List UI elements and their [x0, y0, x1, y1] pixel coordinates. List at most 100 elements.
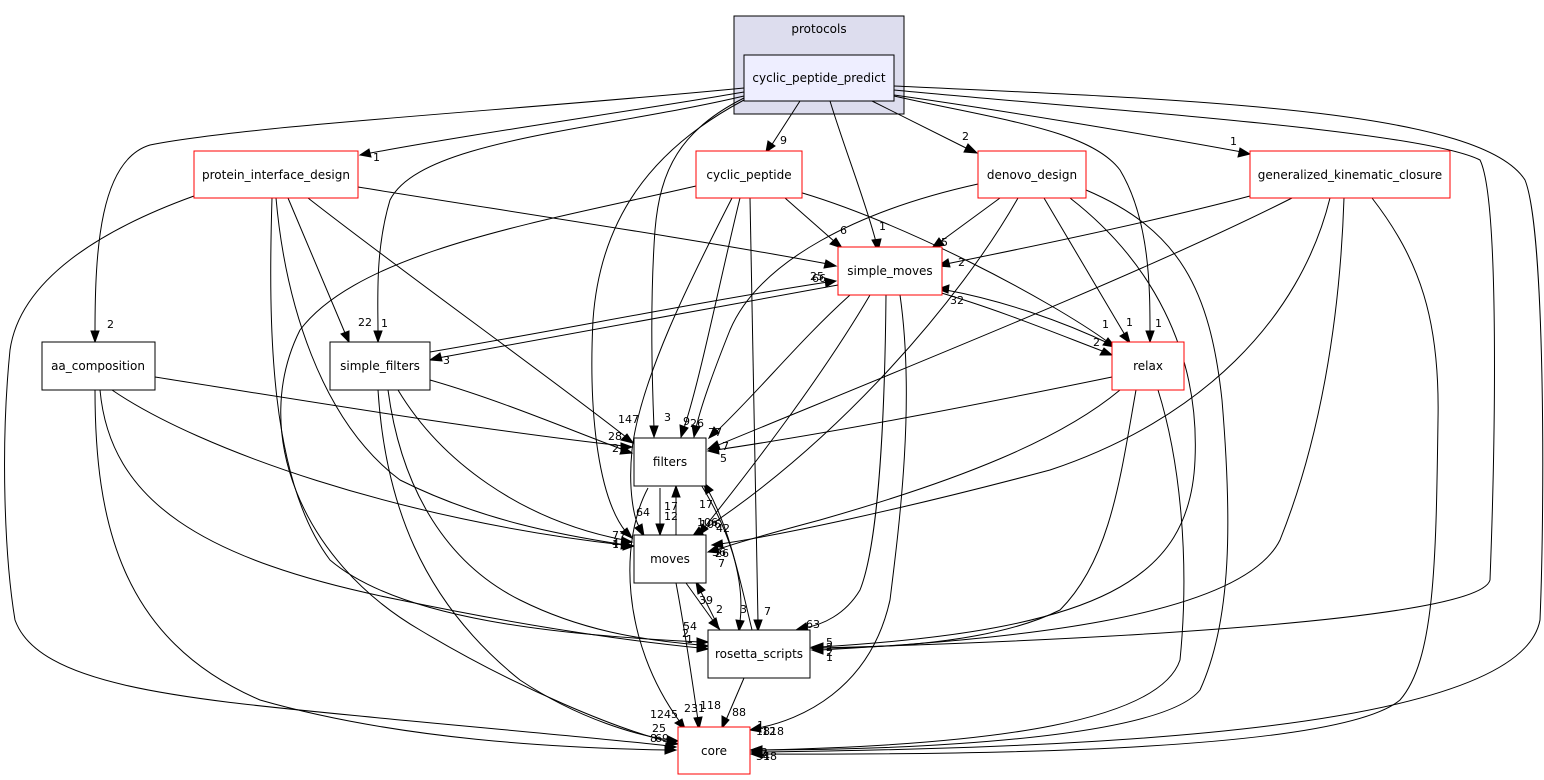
- edge-gkc-to-simple-moves[interactable]: 2: [936, 195, 1251, 269]
- edge-label: 17: [664, 500, 678, 513]
- node-relax[interactable]: relax: [1111, 341, 1185, 391]
- edge-pid-to-filters[interactable]: 147: [307, 197, 639, 444]
- edge-moves-to-filters[interactable]: 17: [664, 484, 681, 535]
- edge-cp-to-filters[interactable]: 9: [679, 197, 741, 439]
- edge-relax-to-filters[interactable]: 5: [706, 376, 1113, 465]
- node-label: denovo_design: [987, 168, 1077, 182]
- edge-pid-to-simple-filters[interactable]: 22: [287, 197, 372, 344]
- edge-aa-to-core[interactable]: 25: [94, 389, 678, 755]
- node-label: rosetta_scripts: [715, 647, 803, 661]
- extra-label: 69: [655, 732, 669, 745]
- edges: 1 9 2 1 1 2: [4, 85, 1544, 763]
- edge-cp-to-rosetta-scripts[interactable]: 7: [749, 197, 771, 633]
- extra-label: 54: [683, 620, 697, 633]
- edge-cpp-to-moves[interactable]: [591, 99, 745, 540]
- edge-cpp-to-protein-interface-design[interactable]: 1: [358, 91, 745, 164]
- node-cyclic-peptide-predict[interactable]: cyclic_peptide_predict: [743, 54, 895, 102]
- node-generalized-kinematic-closure[interactable]: generalized_kinematic_closure: [1249, 150, 1451, 199]
- edge-relax-to-simple-moves[interactable]: 32: [936, 284, 1113, 346]
- edge-label: 1: [373, 151, 380, 164]
- edge-sm-to-filters[interactable]: 77: [707, 294, 851, 440]
- edge-pid-to-simple-moves[interactable]: 66: [357, 186, 838, 285]
- edge-label: 1: [381, 317, 388, 330]
- edge-filters-to-core[interactable]: 231: [629, 487, 705, 731]
- edge-label: 6: [840, 224, 847, 237]
- cluster-label: protocols: [791, 22, 846, 36]
- edge-sm-to-relax[interactable]: 2: [937, 291, 1114, 356]
- edge-sm-to-rosetta-scripts[interactable]: 63: [794, 294, 887, 632]
- edge-cp-to-simple-moves[interactable]: 6: [784, 197, 847, 249]
- node-aa-composition[interactable]: aa_composition: [41, 341, 156, 391]
- edge-rs-to-moves[interactable]: 39: [695, 580, 721, 631]
- extra-label: 348: [756, 750, 777, 763]
- edge-cpp-to-gkc[interactable]: 1: [893, 94, 1252, 158]
- edge-label: 118: [700, 699, 721, 712]
- edge-relax-to-core[interactable]: [749, 389, 1185, 755]
- node-denovo-design[interactable]: denovo_design: [977, 150, 1087, 199]
- edge-rs-to-core[interactable]: 88: [721, 677, 746, 730]
- edge-cp-to-moves[interactable]: [630, 197, 733, 538]
- extra-label: 1: [1102, 318, 1109, 331]
- edge-label: 32: [950, 294, 964, 307]
- edge-aa-to-filters[interactable]: 2: [154, 376, 634, 455]
- edge-label: 7: [722, 440, 729, 453]
- edge-filters-to-moves[interactable]: 12: [655, 488, 678, 537]
- node-label: generalized_kinematic_closure: [1258, 168, 1442, 182]
- edge-cpp-to-filters[interactable]: 3: [649, 97, 745, 439]
- edge-label: 3: [740, 603, 747, 616]
- extra-edge-labels: 64 17 7 1 4 54 2 1 2 1 8 1 69 12 2 5 348…: [612, 318, 1109, 763]
- edge-label: 2: [716, 603, 723, 616]
- extra-label: 4: [612, 537, 619, 550]
- extra-label: 2: [761, 746, 768, 759]
- edge-sf-to-core[interactable]: 1245: [377, 389, 680, 745]
- node-label: filters: [653, 455, 687, 469]
- node-label: moves: [650, 552, 690, 566]
- edge-aa-to-moves[interactable]: 1: [111, 389, 634, 551]
- edge-label: 1818: [756, 725, 784, 738]
- edge-dd-to-simple-moves[interactable]: 5: [930, 197, 1001, 249]
- edge-relax-to-moves[interactable]: 36: [706, 389, 1121, 559]
- extra-label: 1: [826, 651, 833, 664]
- node-core[interactable]: core: [677, 726, 751, 775]
- node-protein-interface-design[interactable]: protein_interface_design: [193, 150, 359, 199]
- edge-cpp-to-aa-composition[interactable]: 2: [90, 87, 745, 344]
- edge-label: 1: [1126, 316, 1133, 329]
- node-label: aa_composition: [51, 359, 145, 373]
- edge-cpp-to-cyclic-peptide[interactable]: 9: [765, 100, 801, 154]
- node-simple-filters[interactable]: simple_filters: [329, 341, 431, 391]
- edge-label: 22: [358, 316, 372, 329]
- edge-label: 7: [764, 605, 771, 618]
- edge-dd-to-relax[interactable]: 1: [1043, 197, 1133, 345]
- edge-label: 5: [941, 236, 948, 249]
- edge-label: 77: [612, 529, 626, 542]
- extra-label: 26: [715, 547, 729, 560]
- node-simple-moves[interactable]: simple_moves: [837, 246, 943, 296]
- edge-gkc-to-filters[interactable]: 7: [706, 197, 1293, 453]
- extra-label: 106: [697, 516, 718, 529]
- edge-label: 42: [716, 522, 730, 535]
- edge-label: 9: [683, 415, 690, 428]
- node-filters[interactable]: filters: [633, 437, 707, 487]
- edge-cpp-to-simple-filters[interactable]: 1: [373, 95, 745, 344]
- edge-cpp-to-simple-moves[interactable]: 1: [829, 100, 886, 253]
- edge-sm-to-core[interactable]: 1818: [748, 294, 907, 738]
- edge-moves-to-core[interactable]: 118: [675, 582, 721, 731]
- edge-pid-to-core[interactable]: [4, 195, 678, 752]
- node-moves[interactable]: moves: [633, 534, 707, 584]
- edge-cpp-to-denovo-design[interactable]: 2: [871, 100, 979, 154]
- edge-sm-to-simple-filters[interactable]: 3: [428, 284, 839, 367]
- edge-label: 1: [612, 538, 619, 551]
- edge-sf-to-filters[interactable]: 28: [429, 379, 634, 455]
- extra-label: 7: [760, 748, 767, 761]
- extra-label: 1: [757, 719, 764, 732]
- node-rosetta-scripts[interactable]: rosetta_scripts: [707, 629, 811, 679]
- edge-relax-to-rosetta-scripts[interactable]: [810, 389, 1137, 653]
- node-label: protein_interface_design: [202, 168, 350, 182]
- edge-moves-to-rosetta-scripts[interactable]: 2: [685, 582, 723, 631]
- edge-cpp-to-relax[interactable]: 1: [893, 95, 1162, 344]
- edge-sm-to-moves[interactable]: 106: [698, 294, 871, 537]
- edge-sf-to-simple-moves[interactable]: 25: [429, 270, 838, 353]
- edge-aa-to-rosetta-scripts[interactable]: [99, 389, 710, 653]
- node-cyclic-peptide[interactable]: cyclic_peptide: [695, 150, 803, 199]
